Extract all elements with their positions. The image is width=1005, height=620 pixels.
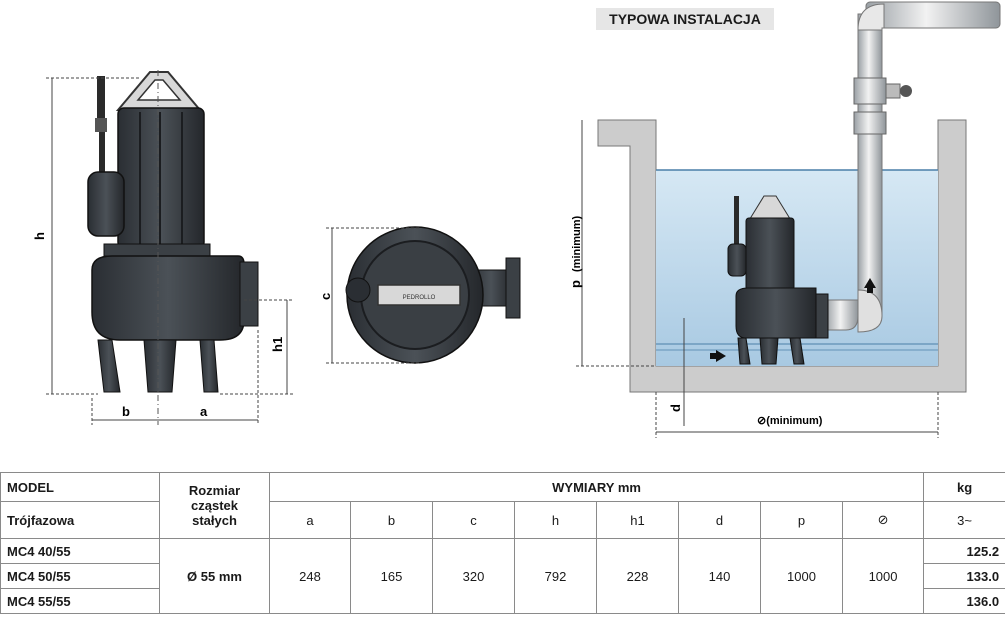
table-row: MC4 55/55 136.0 — [0, 588, 1005, 614]
table-row: MC4 40/55 Ø 55 mm 248 165 320 792 228 14… — [0, 538, 1005, 614]
dim-label-width-minimum: ⊘(minimum) — [757, 415, 823, 427]
dim-p: 1000 — [760, 538, 843, 614]
top-dimensions — [326, 227, 420, 364]
row-kg: 133.0 — [923, 563, 1005, 589]
dim-b: 165 — [350, 538, 433, 614]
dimensions-table: MODEL Rozmiar cząstek stałych WYMIARY mm… — [0, 472, 1005, 614]
dim-width: 1000 — [841, 538, 925, 614]
header-dimensions: WYMIARY mm — [268, 472, 925, 502]
header-col-a: a — [269, 501, 351, 539]
dim-d: 140 — [678, 538, 761, 614]
brand-plate: PEDROLLO — [403, 295, 436, 301]
row-kg: 125.2 — [923, 538, 1005, 564]
header-phase-symbol: 3~ — [923, 501, 1005, 539]
header-col-p: p — [760, 501, 843, 539]
header-solids: Rozmiar cząstek stałych — [159, 472, 270, 539]
header-phase: Trójfazowa — [0, 501, 160, 539]
header-col-h: h — [514, 501, 597, 539]
header-solids-line2: cząstek — [191, 498, 238, 513]
header-model: MODEL — [0, 472, 160, 502]
dim-label-h1: h1 — [270, 337, 285, 352]
dim-label-p-minimum: (minimum) — [571, 215, 583, 272]
dim-h1: 228 — [596, 538, 679, 614]
header-solids-line3: stałych — [192, 513, 237, 528]
installation-title: TYPOWA INSTALACJA — [596, 8, 774, 30]
row-model: MC4 55/55 — [0, 588, 160, 614]
installation-diagram — [597, 1, 1001, 393]
dim-label-h: h — [32, 232, 47, 240]
header-col-h1: h1 — [596, 501, 679, 539]
header-solids-line1: Rozmiar — [188, 483, 241, 498]
pump-side-view — [87, 70, 259, 425]
dim-label-d: d — [668, 404, 683, 412]
row-model: MC4 40/55 — [0, 538, 160, 564]
table-header-row-1: MODEL Rozmiar cząstek stałych WYMIARY mm… — [0, 472, 1005, 539]
row-kg: 136.0 — [923, 588, 1005, 614]
header-col-b: b — [350, 501, 433, 539]
header-col-c: c — [432, 501, 515, 539]
dim-label-c: c — [318, 293, 333, 300]
dim-label-p: p — [568, 280, 583, 288]
table-row: MC4 50/55 133.0 — [0, 563, 1005, 589]
header-kg: kg — [923, 472, 1005, 502]
dim-c: 320 — [432, 538, 515, 614]
pump-top-view: PEDROLLO — [345, 226, 521, 364]
header-col-d: d — [678, 501, 761, 539]
side-dimensions — [46, 77, 293, 425]
dim-label-a: a — [200, 404, 208, 419]
dim-h: 792 — [514, 538, 597, 614]
table-header-row-2: Trójfazowa a b c h h1 d p ⊘ 3~ — [0, 501, 1005, 539]
dim-label-b: b — [122, 404, 130, 419]
technical-drawings: h h1 b a PEDROLLO c — [32, 1, 1001, 438]
header-col-width: ⊘ — [841, 501, 925, 539]
solids-value: Ø 55 mm — [159, 538, 270, 614]
row-model: MC4 50/55 — [0, 563, 160, 589]
dim-a: 248 — [269, 538, 351, 614]
install-dimensions — [576, 120, 939, 438]
